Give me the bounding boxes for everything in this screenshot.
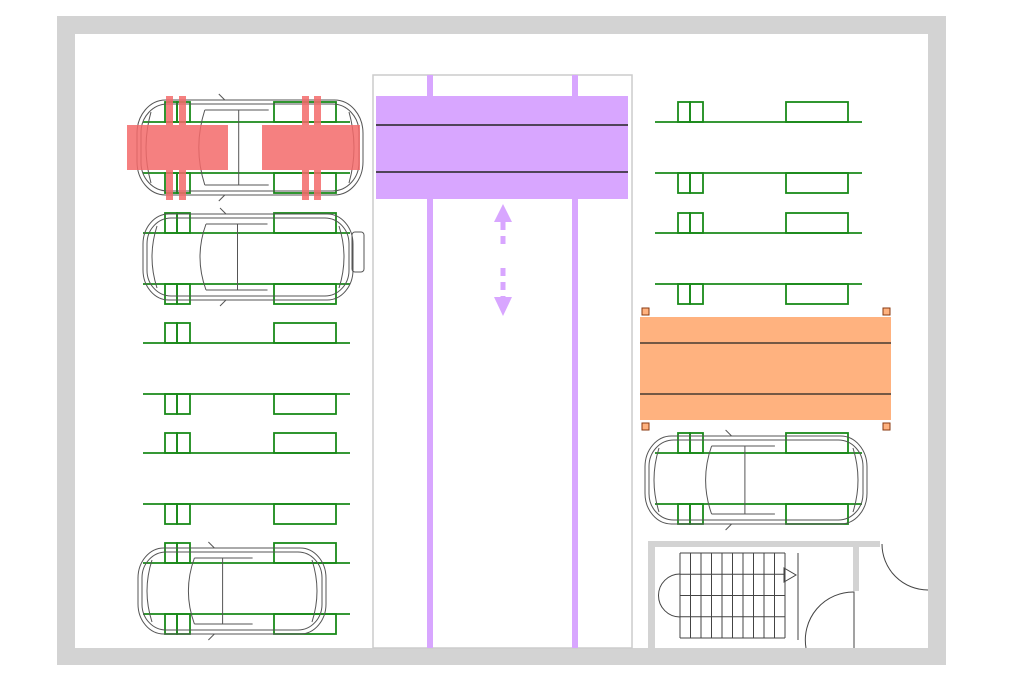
lane-line-left [427,75,433,648]
parking-slot[interactable] [143,322,350,415]
parking-slot[interactable] [143,212,350,305]
parked-cars [136,93,868,641]
resize-handle[interactable] [882,307,891,316]
lane-line-right [572,75,578,648]
parking-slot[interactable] [655,101,862,194]
selected-parking-slot[interactable] [640,307,891,431]
suv-car[interactable] [142,207,354,307]
double-arrow-vertical-icon [494,204,512,316]
door-swing[interactable] [881,543,929,591]
parking-slot[interactable] [655,212,862,305]
door-swing[interactable] [804,591,855,649]
resize-handle[interactable] [882,422,891,431]
parking-slots-right [655,101,862,525]
resize-handle[interactable] [641,422,650,431]
stair-room [648,541,929,649]
sedan-car[interactable] [644,429,868,531]
aisle-crossing-block[interactable] [376,96,628,199]
triangle-right-icon [783,567,797,583]
resize-handle[interactable] [641,307,650,316]
parking-slot[interactable] [143,432,350,525]
staircase [658,552,786,639]
driving-aisle [372,74,633,649]
hatchback-car[interactable] [137,541,327,641]
selected-car-highlight[interactable] [127,96,360,200]
